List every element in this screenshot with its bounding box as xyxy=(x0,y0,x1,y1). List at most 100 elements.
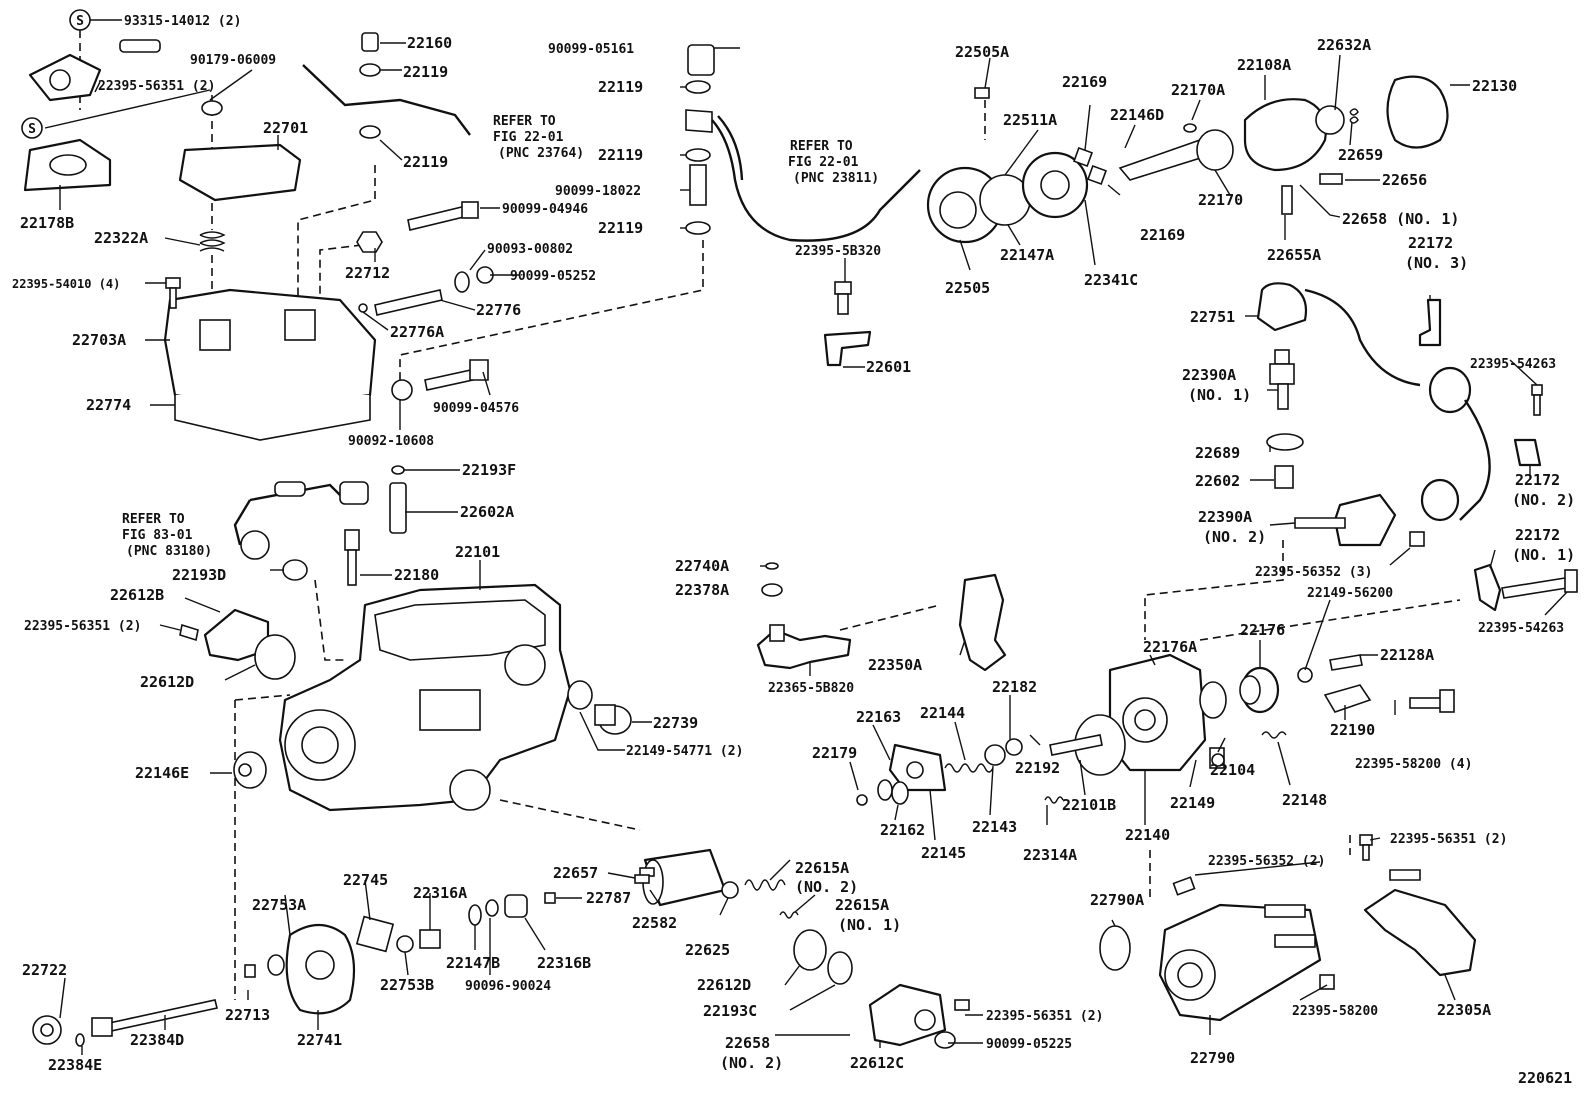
part-label: 22365-5B820 xyxy=(768,681,854,696)
part-label: 22384E xyxy=(48,1056,102,1074)
part-label: 22180 xyxy=(394,566,439,584)
part-label: 22178B xyxy=(20,214,74,232)
part-label: 22753A xyxy=(252,896,306,914)
part-label: 22601 xyxy=(866,358,911,376)
part-label: 22341C xyxy=(1084,271,1138,289)
part-label: 22148 xyxy=(1282,791,1327,809)
special-symbol-text: S xyxy=(76,14,84,29)
part-label: 22170A xyxy=(1171,81,1225,99)
part-label: 22395-56352 (3) xyxy=(1255,565,1372,580)
part-label: 22395-58200 xyxy=(1292,1004,1378,1019)
part-label: 22657 xyxy=(553,864,598,882)
part-label: 22740A xyxy=(675,557,729,575)
part-label: 22162 xyxy=(880,821,925,839)
part-label: 22169 xyxy=(1062,73,1107,91)
part-label: 22659 xyxy=(1338,146,1383,164)
part-label: 22790A xyxy=(1090,891,1144,909)
part-label: 22612D xyxy=(140,673,194,691)
part-label: 22745 xyxy=(343,871,388,889)
part-label: 22787 xyxy=(586,889,631,907)
part-label: 22774 xyxy=(86,396,131,414)
part-label: 22119 xyxy=(403,153,448,171)
part-label: 22147B xyxy=(446,954,500,972)
part-label: 22395-54263 xyxy=(1470,357,1556,372)
part-label: 90099-05252 xyxy=(510,269,596,284)
part-label: 22322A xyxy=(94,229,148,247)
part-label: 22390A xyxy=(1182,366,1236,384)
part-label: 22602A xyxy=(460,503,514,521)
part-label: 22350A xyxy=(868,656,922,674)
special-symbol-circle xyxy=(69,9,91,31)
part-label: 22160 xyxy=(407,34,452,52)
part-label: 22149-56200 xyxy=(1307,586,1393,601)
part-label: (NO. 1) xyxy=(1188,386,1251,404)
part-label: (NO. 3) xyxy=(1405,254,1468,272)
part-label: 22776A xyxy=(390,323,444,341)
part-label: 22172 xyxy=(1408,234,1453,252)
part-label: 90093-00802 xyxy=(487,242,573,257)
part-label: 22390A xyxy=(1198,508,1252,526)
reference-line: REFER TO xyxy=(790,139,853,154)
part-label: (NO. 1) xyxy=(1512,546,1575,564)
reference-line: REFER TO xyxy=(493,114,556,129)
part-label: 22632A xyxy=(1317,36,1371,54)
part-label: 22144 xyxy=(920,704,965,722)
part-label: 22656 xyxy=(1382,171,1427,189)
part-label: 22505A xyxy=(955,43,1009,61)
part-label: 22615A xyxy=(795,859,849,877)
part-label: 90092-10608 xyxy=(348,434,434,449)
part-label: 22146D xyxy=(1110,106,1164,124)
reference-line: (PNC 83180) xyxy=(126,544,212,559)
reference-line: (PNC 23811) xyxy=(793,171,879,186)
part-label: (NO. 2) xyxy=(795,878,858,896)
part-label: 22104 xyxy=(1210,761,1255,779)
part-label: 22582 xyxy=(632,914,677,932)
part-label: 22172 xyxy=(1515,526,1560,544)
part-label: 22101B xyxy=(1062,796,1116,814)
part-label: 22612C xyxy=(850,1054,904,1072)
part-label: 22182 xyxy=(992,678,1037,696)
part-label: 22149-54771 (2) xyxy=(626,744,743,759)
part-label: 22119 xyxy=(598,78,643,96)
part-label: 22658 xyxy=(725,1034,770,1052)
part-label: 90099-05225 xyxy=(986,1037,1072,1052)
part-label: 22119 xyxy=(403,63,448,81)
part-label: 22384D xyxy=(130,1031,184,1049)
part-label: 22179 xyxy=(812,744,857,762)
part-label: 93315-14012 (2) xyxy=(124,14,241,29)
part-label: 22316B xyxy=(537,954,591,972)
part-label: 22172 xyxy=(1515,471,1560,489)
part-label: 22130 xyxy=(1472,77,1517,95)
part-label: 22128A xyxy=(1380,646,1434,664)
special-symbol-circle xyxy=(21,117,43,139)
leader-lines xyxy=(44,19,1568,1055)
part-label: 22395-56351 (2) xyxy=(24,619,141,634)
part-label: 22193F xyxy=(462,461,516,479)
part-label: (NO. 2) xyxy=(1512,491,1575,509)
part-label: (NO. 1) xyxy=(838,916,901,934)
part-label: 22655A xyxy=(1267,246,1321,264)
part-label: 90099-05161 xyxy=(548,42,634,57)
part-label: 22776 xyxy=(476,301,521,319)
part-label: 22658 (NO. 1) xyxy=(1342,210,1459,228)
part-label: 22108A xyxy=(1237,56,1291,74)
part-label: 22395-58200 (4) xyxy=(1355,757,1472,772)
part-label: 22145 xyxy=(921,844,966,862)
part-label: 90099-18022 xyxy=(555,184,641,199)
part-label: 22689 xyxy=(1195,444,1240,462)
part-label: 90099-04946 xyxy=(502,202,588,217)
part-label: 22602 xyxy=(1195,472,1240,490)
part-label: 22378A xyxy=(675,581,729,599)
part-label: 22395-54010 (4) xyxy=(12,277,120,291)
part-label: 22703A xyxy=(72,331,126,349)
reference-notes: REFER TO FIG 22-01 (PNC 23764) REFER TO … xyxy=(122,114,879,559)
reference-line: FIG 83-01 xyxy=(122,528,193,543)
part-label: 90179-06009 xyxy=(190,53,276,68)
part-label: 22193C xyxy=(703,1002,757,1020)
part-label: 22190 xyxy=(1330,721,1375,739)
part-label: 22612D xyxy=(697,976,751,994)
part-label: 22395-5B320 xyxy=(795,244,881,259)
part-label: 22305A xyxy=(1437,1001,1491,1019)
part-label: 22625 xyxy=(685,941,730,959)
